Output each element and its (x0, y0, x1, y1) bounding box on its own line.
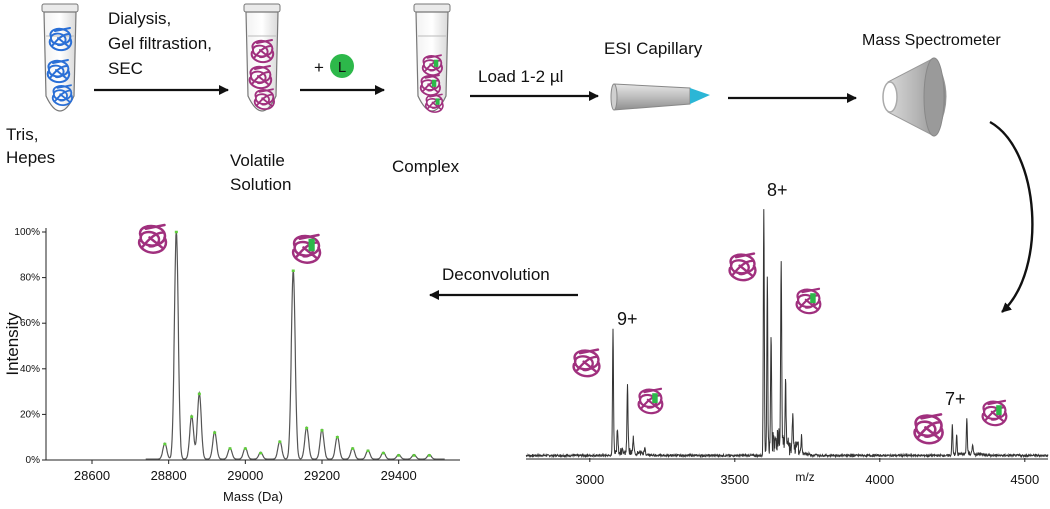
x-tick-label: 4500 (1010, 472, 1039, 487)
capillary-label: ESI Capillary (604, 39, 703, 58)
mass-spectrum-trace (145, 231, 445, 460)
tube3-label: Complex (392, 157, 460, 176)
tube1-label-2: Hepes (6, 148, 55, 167)
x-tick-label: 29000 (227, 468, 263, 483)
x-tick-label: 4000 (865, 472, 894, 487)
complex-icon (421, 54, 443, 77)
mz-spectrum-trace (525, 209, 1049, 459)
arrow-curved-to-spectrum (989, 120, 1034, 313)
mz-spectrum-chart: 3000 3500 4000 4500 m/z 9+ 8+ 7+ (525, 180, 1049, 487)
protein-icon (572, 348, 601, 378)
tube-complex (413, 3, 451, 113)
complex-icon (291, 233, 322, 264)
x-tick-label: 28800 (151, 468, 187, 483)
complex-icon (419, 74, 441, 97)
tube-tris-hepes (41, 3, 79, 112)
protein-icon (137, 223, 168, 254)
deconvoluted-mass-chart: 0% 20% 40% 60% 80% 100% 28600 28800 29000 29200 2… (3, 223, 460, 504)
complex-icon (795, 287, 822, 315)
y-axis-label: Intensity (3, 312, 22, 376)
protein-icon (913, 413, 944, 445)
x-tick-label: 29200 (304, 468, 340, 483)
x-tick-label: 28600 (74, 468, 110, 483)
add-ligand-plus: + (314, 58, 324, 77)
step1-label-2: Gel filtrastion, (108, 34, 212, 53)
y-tick-label: 80% (20, 273, 40, 284)
y-tick-label: 60% (20, 318, 40, 329)
deconvolution-label: Deconvolution (442, 265, 550, 284)
complex-icon (981, 399, 1008, 427)
esi-capillary-icon (610, 83, 710, 111)
charge-state-8: 8+ (767, 180, 788, 200)
charge-state-9: 9+ (617, 309, 638, 329)
y-tick-label: 40% (20, 364, 40, 375)
x-tick-label: 3500 (720, 472, 749, 487)
y-tick-label: 100% (14, 227, 40, 238)
tube-volatile (243, 3, 281, 112)
step1-label-3: SEC (108, 59, 143, 78)
y-tick-label: 20% (20, 409, 40, 420)
ligand-symbol: L (338, 59, 346, 76)
tube2-label-2: Solution (230, 175, 291, 194)
tube2-label-1: Volatile (230, 151, 285, 170)
complex-icon (424, 93, 444, 113)
step1-label-1: Dialysis, (108, 9, 171, 28)
x-tick-label: 29400 (381, 468, 417, 483)
tube1-label: Tris, (6, 125, 38, 144)
x-axis-label: m/z (795, 470, 814, 484)
charge-state-7: 7+ (945, 389, 966, 409)
y-tick-label: 0% (26, 455, 41, 466)
ms-label: Mass Spectrometer (862, 32, 1001, 49)
x-axis-label: Mass (Da) (223, 489, 283, 504)
mass-spectrometer-icon (882, 57, 947, 137)
complex-icon (637, 387, 664, 415)
x-tick-label: 3000 (575, 472, 604, 487)
ligand-icon (330, 54, 354, 78)
protein-icon (728, 252, 757, 282)
load-label: Load 1-2 µl (478, 67, 563, 86)
